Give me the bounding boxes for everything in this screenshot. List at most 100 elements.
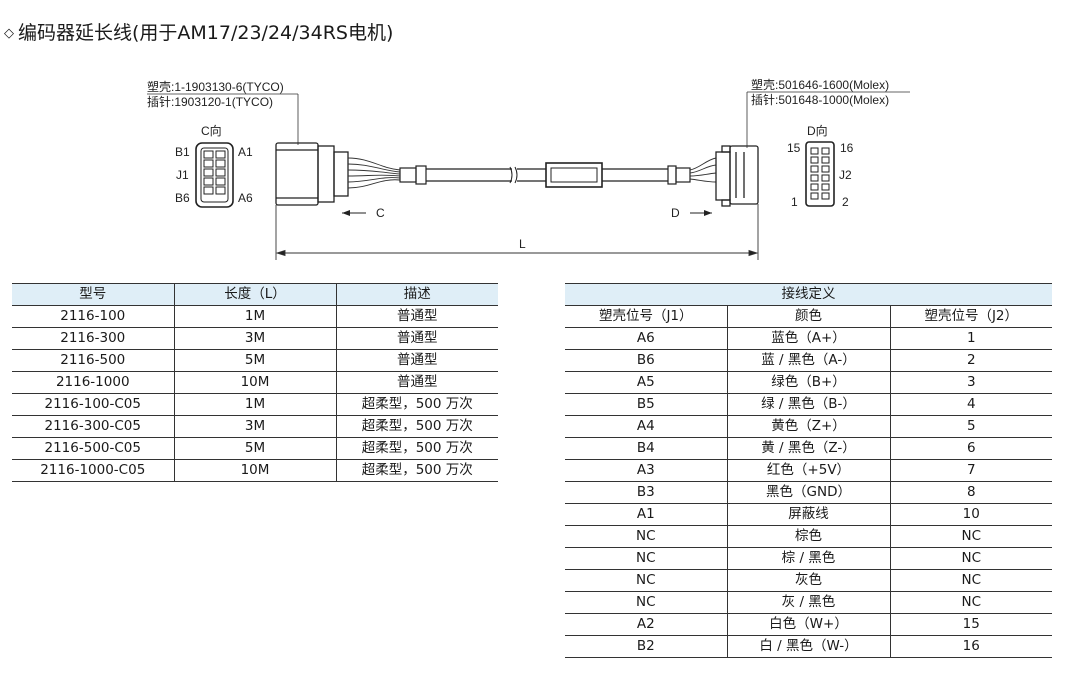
cell-j1: NC <box>565 569 728 592</box>
view-c-arrow-icon <box>342 210 366 216</box>
header-color: 颜色 <box>727 305 891 328</box>
cell-length: 3M <box>174 327 337 350</box>
right-pin-label: 插针:501648-1000(Molex) <box>751 92 889 107</box>
pin-16-label: 16 <box>840 141 854 155</box>
cell-description: 普通型 <box>336 305 498 328</box>
cell-description: 超柔型，500 万次 <box>336 393 498 416</box>
header-j2: 塑壳位号（J2） <box>890 305 1052 328</box>
j1-face-icon <box>195 142 234 208</box>
view-d-arrow-icon <box>690 210 712 216</box>
cable-right-segment <box>602 165 691 185</box>
cell-j2: 2 <box>890 349 1052 372</box>
cell-model: 2116-500 <box>12 349 175 372</box>
cell-j1: B3 <box>565 481 728 504</box>
cell-model: 2116-1000-C05 <box>12 459 175 482</box>
cell-model: 2116-1000 <box>12 371 175 394</box>
left-pin-label: 插针:1903120-1(TYCO) <box>147 94 273 109</box>
cell-length: 5M <box>174 349 337 372</box>
cell-j1: A1 <box>565 503 728 526</box>
cell-color: 灰 / 黑色 <box>727 591 891 614</box>
jack-j2-label: J2 <box>839 168 852 182</box>
cell-color: 蓝色（A+） <box>727 327 891 350</box>
cell-j1: NC <box>565 547 728 570</box>
pin-b1-label: B1 <box>175 145 190 159</box>
cell-color: 绿 / 黑色（B-） <box>727 393 891 416</box>
model-table-header: 型号 长度（L） 描述 <box>12 283 498 306</box>
cell-model: 2116-500-C05 <box>12 437 175 460</box>
pin-1-label: 1 <box>791 195 798 209</box>
cell-j2: NC <box>890 547 1052 570</box>
cell-color: 棕色 <box>727 525 891 548</box>
j2-face-icon <box>805 141 835 207</box>
cell-j1: B6 <box>565 349 728 372</box>
cell-j2: 5 <box>890 415 1052 438</box>
header-description: 描述 <box>336 283 498 306</box>
length-label: L <box>519 237 526 251</box>
cell-length: 5M <box>174 437 337 460</box>
cell-j2: 1 <box>890 327 1052 350</box>
cell-j1: A6 <box>565 327 728 350</box>
cell-j1: A3 <box>565 459 728 482</box>
view-d-label: D向 <box>807 123 828 138</box>
cell-j2: NC <box>890 569 1052 592</box>
header-length: 长度（L） <box>174 283 337 306</box>
view-c-label: C向 <box>201 123 222 138</box>
cell-length: 3M <box>174 415 337 438</box>
cell-length: 10M <box>174 459 337 482</box>
page-title-text: 编码器延长线(用于AM17/23/24/34RS电机) <box>18 22 394 44</box>
cable-sleeve <box>545 162 603 188</box>
length-dimension <box>275 204 759 260</box>
cell-j2: 8 <box>890 481 1052 504</box>
cell-color: 屏蔽线 <box>727 503 891 526</box>
header-j1: 塑壳位号（J1） <box>565 305 728 328</box>
cell-color: 棕 / 黑色 <box>727 547 891 570</box>
cell-color: 绿色（B+） <box>727 371 891 394</box>
view-c-arrow-label: C <box>376 206 385 220</box>
cell-model: 2116-300-C05 <box>12 415 175 438</box>
cell-j2: 16 <box>890 635 1052 658</box>
cell-j2: 15 <box>890 613 1052 636</box>
cable-left-segment <box>399 165 546 185</box>
cell-j1: A2 <box>565 613 728 636</box>
right-shell-label: 塑壳:501646-1600(Molex) <box>751 77 889 92</box>
cell-length: 1M <box>174 305 337 328</box>
cell-j2: NC <box>890 525 1052 548</box>
cell-color: 黑色（GND） <box>727 481 891 504</box>
cable-drawing: 塑壳:1-1903130-6(TYCO) 插针:1903120-1(TYCO) … <box>147 77 910 260</box>
cell-description: 超柔型，500 万次 <box>336 437 498 460</box>
cell-color: 蓝 / 黑色（A-） <box>727 349 891 372</box>
cell-color: 黄 / 黑色（Z-） <box>727 437 891 460</box>
cell-length: 10M <box>174 371 337 394</box>
left-shell-label: 塑壳:1-1903130-6(TYCO) <box>147 79 284 94</box>
cell-j1: NC <box>565 591 728 614</box>
left-connector-icon <box>275 142 349 206</box>
wire-bundle-right <box>689 157 717 183</box>
pin-b6-label: B6 <box>175 191 190 205</box>
cell-description: 超柔型，500 万次 <box>336 415 498 438</box>
cell-j2: 4 <box>890 393 1052 416</box>
cell-description: 普通型 <box>336 349 498 372</box>
pin-2-label: 2 <box>842 195 849 209</box>
wire-bundle <box>347 157 401 189</box>
cell-j2: 6 <box>890 437 1052 460</box>
